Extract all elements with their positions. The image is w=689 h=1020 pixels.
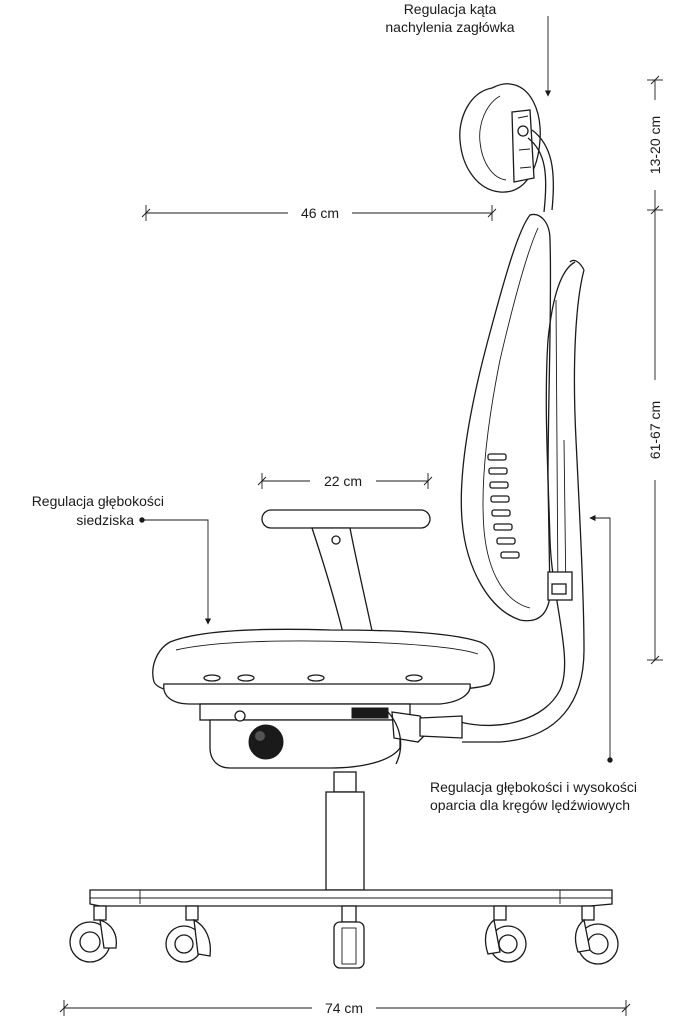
caster — [574, 905, 619, 965]
armrest-bolt — [331, 535, 341, 545]
armrest-pad — [261, 509, 431, 529]
seat-width-dimension: 46 cm — [301, 205, 339, 221]
headrest-support — [531, 129, 555, 211]
seat-screw — [203, 674, 221, 682]
lumbar-support-slats — [487, 453, 520, 559]
headrest-height-dimension: 13-20 cm — [647, 116, 663, 174]
seat-screw — [405, 674, 423, 682]
backrest-height-tick — [650, 655, 660, 665]
backrest-frame-outer — [462, 259, 585, 743]
base-width-tick — [621, 1003, 631, 1013]
caster — [69, 905, 118, 963]
backrest-bracket-bolt — [551, 583, 567, 595]
caster — [484, 905, 527, 963]
backrest-frame-detail — [555, 299, 567, 601]
lumbar-arrow — [589, 514, 611, 760]
seat-pan — [163, 683, 471, 705]
text-labels: Regulacja kąta nachylenia zagłówka Regul… — [32, 1, 663, 1016]
seat-depth-label: Regulacja głębokości — [32, 493, 164, 509]
seat-width-tick — [141, 208, 151, 218]
seat-depth-arrow — [142, 519, 212, 625]
gas-cylinder-top — [333, 771, 357, 793]
armrest-depth-dimension: 22 cm — [324, 473, 362, 489]
backrest-frame — [459, 261, 576, 727]
seat-mechanism — [199, 703, 463, 769]
gas-cylinder — [325, 791, 365, 891]
base-width-tick — [59, 1003, 69, 1013]
seat-screw — [307, 674, 325, 682]
chair-base-line — [90, 890, 612, 904]
seat-width-tick — [487, 208, 497, 218]
base-width-dimension: 74 cm — [325, 1000, 363, 1016]
armrest-tick — [423, 476, 433, 486]
seat-depth-label: siedziska — [76, 512, 134, 528]
backrest-height-dimension: 61-67 cm — [647, 401, 663, 459]
caster — [165, 905, 212, 963]
caster — [333, 905, 365, 969]
lumbar-label: Regulacja głębokości i wysokości — [430, 779, 637, 795]
chair-drawing — [69, 83, 619, 969]
annotation-lines — [59, 16, 663, 1016]
headrest-support-inner — [527, 137, 547, 213]
tension-knob-highlight — [255, 731, 265, 741]
headrest-angle-label: Regulacja kąta — [404, 1, 497, 17]
armrest-tick — [257, 476, 267, 486]
seat-screw — [237, 674, 255, 682]
seat-cushion-seam — [175, 640, 479, 655]
backrest — [460, 213, 552, 622]
lumbar-label: oparcia dla kręgów lędźwiowych — [430, 797, 630, 813]
headrest-angle-label: nachylenia zagłówka — [385, 19, 514, 35]
tension-knob — [248, 724, 284, 760]
headrest-height-tick — [650, 75, 660, 85]
seat-cushion — [152, 628, 495, 693]
headrest — [459, 83, 541, 193]
